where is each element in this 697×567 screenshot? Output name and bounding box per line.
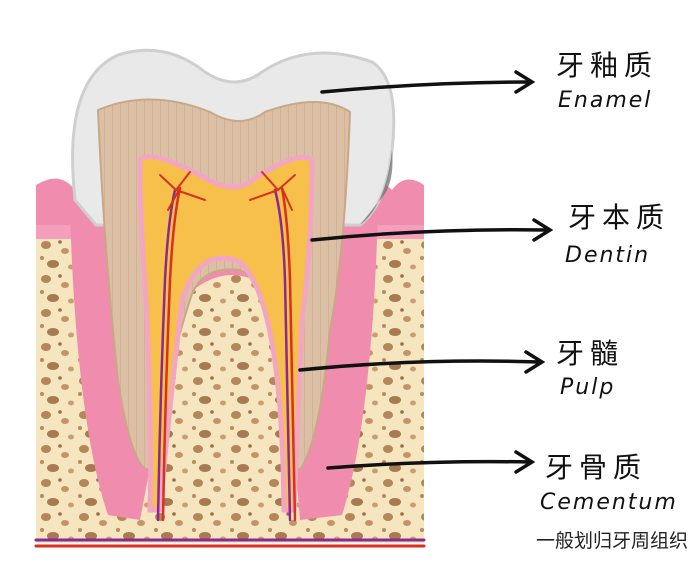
label-enamel-en: Enamel	[558, 88, 653, 113]
pointer-arrows	[298, 70, 554, 474]
label-dentin-zh: 牙本质	[568, 201, 671, 234]
caption-periodontal: 一般划归牙周组织	[536, 530, 689, 552]
label-cementum-zh: 牙骨质	[545, 451, 648, 484]
label-pulp-zh: 牙髓	[556, 337, 625, 370]
label-enamel-zh: 牙釉质	[556, 49, 659, 82]
label-cementum-en: Cementum	[540, 490, 678, 515]
arrow-dentin	[310, 227, 550, 242]
label-dentin-en: Dentin	[565, 243, 651, 268]
label-pulp-en: Pulp	[560, 375, 616, 400]
pulp-shape	[137, 154, 315, 513]
arrow-enamel	[320, 80, 532, 94]
arrow-pulp	[298, 359, 542, 372]
arrow-cementum	[326, 459, 532, 470]
pulp-vessels	[34, 171, 426, 548]
